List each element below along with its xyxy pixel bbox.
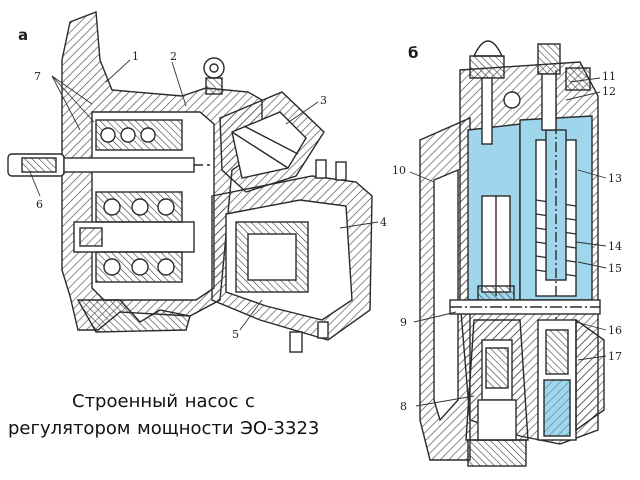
callout-11: 11 [602,70,616,83]
callout-6: 6 [36,198,43,211]
callout-3: 3 [320,94,327,107]
callout-15: 15 [608,262,622,275]
callout-5: 5 [232,328,239,341]
callout-14: 14 [608,240,622,253]
panel-b-section [419,40,605,467]
diagram-caption: Строенный насос с регулятором мощности Э… [8,391,320,439]
panel-b-leaders [409,77,607,407]
panel-letter-a: а [18,26,28,44]
callout-13: 13 [608,172,622,185]
panel-a-leaders [29,59,379,331]
callout-2: 2 [170,50,177,63]
callout-12: 12 [602,85,616,98]
callout-9: 9 [400,316,407,329]
panel-letter-b: б [408,44,418,62]
callout-7: 7 [34,70,41,83]
callout-8: 8 [400,400,407,413]
callout-1: 1 [132,50,139,63]
callout-4: 4 [380,216,387,229]
callout-16: 16 [608,324,622,337]
panel-a-section [7,11,373,353]
callout-10: 10 [392,164,406,177]
callout-17: 17 [608,350,622,363]
